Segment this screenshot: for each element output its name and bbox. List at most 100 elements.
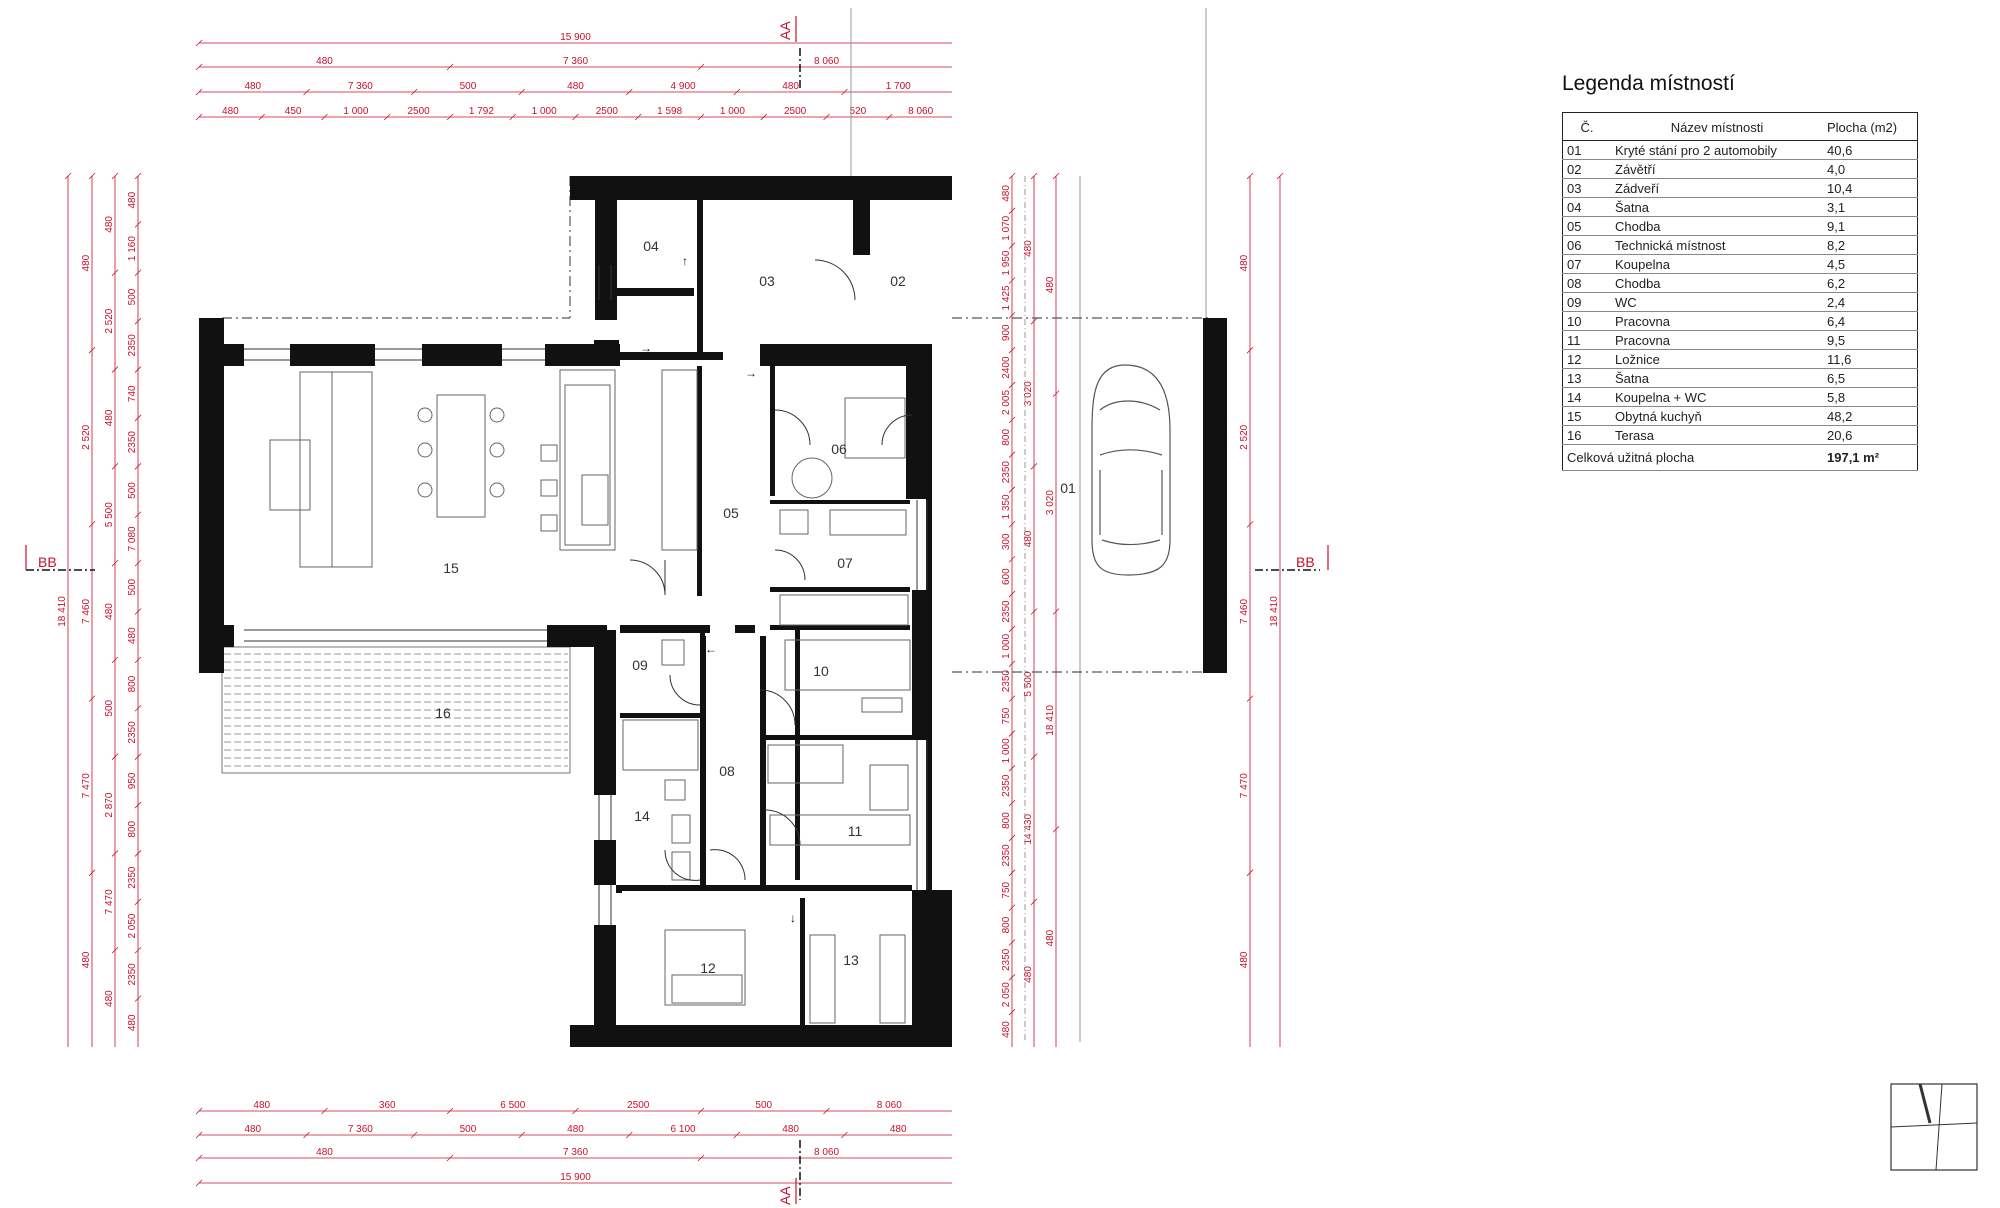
legend-cell-area: 5,8	[1823, 387, 1918, 407]
legend-cell-area: 9,1	[1823, 216, 1918, 236]
dimension-label: 2 520	[81, 424, 92, 449]
dimension-label: 2400	[1001, 356, 1012, 379]
dimension-tick	[195, 88, 203, 96]
terrace-hatch	[221, 646, 571, 774]
dimension-tick	[383, 113, 391, 121]
dimension-label: 800	[127, 675, 138, 692]
dimension-tick	[88, 346, 96, 354]
legend-cell-name: Šatna	[1611, 368, 1823, 388]
dimension-tick	[733, 1131, 741, 1139]
dimension-tick	[1008, 486, 1016, 493]
dimension-label: 480	[127, 191, 138, 208]
dimension-label: 500	[460, 81, 477, 92]
dimension-label: 300	[1001, 533, 1012, 550]
dimension-tick	[195, 1107, 203, 1115]
dimension-label: 1 598	[657, 106, 682, 117]
dimension-tick	[1246, 695, 1254, 702]
dimension-tick	[626, 88, 633, 96]
dimension-label: 2350	[127, 431, 138, 454]
dimension-label: 1 000	[1001, 738, 1012, 763]
dimension-tick	[134, 850, 142, 857]
dimension-tick	[134, 463, 142, 470]
dimension-tick	[134, 753, 142, 760]
dimension-label: 800	[1001, 812, 1012, 829]
dimension-tick	[111, 463, 119, 470]
dimension-label: 480	[104, 603, 115, 620]
dimension-label: 480	[1001, 1021, 1012, 1038]
legend-cell-name: Terasa	[1611, 425, 1823, 445]
dimension-tick	[760, 113, 768, 121]
dimension-tick	[64, 172, 72, 180]
dimension-tick	[258, 113, 266, 121]
dimension-label: 2 050	[127, 913, 138, 938]
dimension-label: 450	[285, 106, 302, 117]
dimension-tick	[134, 172, 142, 180]
legend-cell-name: WC	[1611, 292, 1823, 312]
section-aa-bottom: AA	[777, 1186, 793, 1205]
dimension-label: 8 060	[814, 1147, 839, 1158]
dimension-tick	[697, 113, 705, 121]
dimension-tick	[134, 317, 142, 325]
dimension-label: 7 360	[563, 1147, 588, 1158]
dimension-label: 360	[379, 1100, 396, 1111]
dimension-tick	[134, 995, 142, 1002]
legend-cell-no: 04	[1562, 197, 1611, 217]
dimension-tick	[572, 113, 579, 121]
dimension-label: 7 360	[348, 81, 373, 92]
section-marks: AA AA BB BB	[25, 16, 1329, 1205]
legend-cell-name: Chodba	[1611, 216, 1823, 236]
dimension-label: 1 000	[532, 106, 557, 117]
dimension-label: 1 350	[1001, 494, 1012, 519]
section-aa-top: AA	[777, 21, 793, 40]
dimension-tick	[111, 559, 119, 567]
dimension-tick	[823, 1107, 830, 1115]
dimension-tick	[1008, 1008, 1016, 1016]
dimension-tick	[134, 898, 142, 906]
dimension-tick	[1030, 317, 1038, 325]
svg-text:↓: ↓	[790, 911, 796, 925]
svg-text:→: →	[745, 366, 757, 380]
dimension-tick	[134, 946, 142, 954]
svg-text:→: →	[640, 341, 652, 355]
dimension-tick	[111, 850, 119, 857]
room-label-14: 14	[634, 808, 650, 824]
dimension-tick	[1008, 590, 1016, 598]
dimension-tick	[303, 88, 310, 96]
legend-cell-area: 20,6	[1823, 425, 1918, 445]
north-arrow-icon	[1890, 1083, 1978, 1171]
dimension-label: 2350	[1001, 948, 1012, 971]
dimension-tick	[88, 869, 96, 877]
dimension-label: 7 470	[104, 889, 115, 914]
dimension-label: 8 060	[908, 106, 933, 117]
legend-col-name: Název místnosti	[1611, 112, 1823, 141]
legend-cell-no: 13	[1562, 368, 1611, 388]
dimension-label: 480	[316, 1147, 333, 1158]
legend-cell-area: 4,5	[1823, 254, 1918, 274]
dimension-label: 3 020	[1045, 490, 1056, 515]
dimension-tick	[1008, 869, 1016, 877]
legend-cell-name: Pracovna	[1611, 330, 1823, 350]
dimension-tick	[134, 801, 142, 809]
dimension-tick	[1246, 172, 1254, 180]
dimension-label: 480	[1023, 966, 1034, 983]
dimension-label: 480	[316, 56, 333, 67]
dimension-label: 2350	[1001, 600, 1012, 623]
dimension-label: 2 520	[1239, 424, 1250, 449]
legend-cell-name: Ložnice	[1611, 349, 1823, 369]
dimension-label: 480	[104, 409, 115, 426]
dimension-label: 3 020	[1023, 381, 1034, 406]
legend-cell-name: Šatna	[1611, 197, 1823, 217]
legend-cell-no: 08	[1562, 273, 1611, 293]
dimension-label: 2500	[784, 106, 807, 117]
legend-cell-area: 6,2	[1823, 273, 1918, 293]
dimension-tick	[1246, 346, 1254, 354]
dimension-label: 7 460	[81, 599, 92, 624]
dimension-label: 950	[127, 772, 138, 789]
dimension-tick	[841, 88, 848, 96]
dimension-label: 500	[127, 579, 138, 596]
dimension-tick	[1008, 695, 1016, 702]
